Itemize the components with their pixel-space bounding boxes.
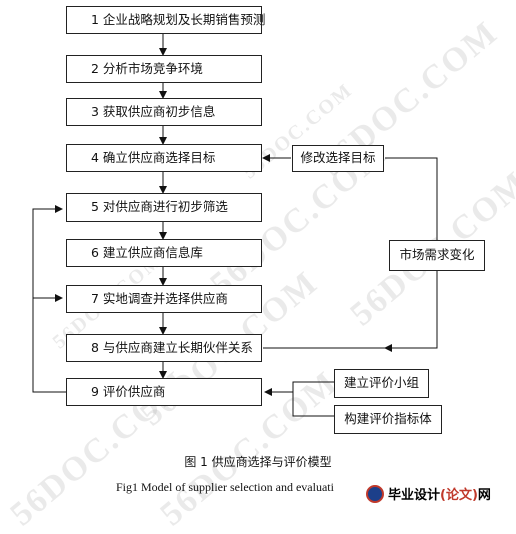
caption-english: Fig1 Model of supplier selection and eva…: [116, 480, 334, 494]
arrow-8-to-market: [263, 271, 438, 349]
step-7-field-survey: 7 实地调查并选择供应商: [66, 285, 262, 313]
build-index-box: 构建评价指标体: [334, 405, 442, 434]
market-change-box: 市场需求变化: [389, 240, 485, 271]
step-2-analyze-market: 2 分析市场竞争环境: [66, 55, 262, 83]
feedback-9-loop: [32, 205, 66, 393]
logo-text: 毕业设计(论文)网: [388, 488, 491, 503]
step-3-supplier-info: 3 获取供应商初步信息: [66, 98, 262, 126]
build-team-box: 建立评价小组: [334, 369, 429, 398]
step-4-selection-goal: 4 确立供应商选择目标: [66, 144, 262, 172]
line-market-to-modify: [385, 157, 438, 240]
logo-mark-icon: [366, 484, 384, 503]
step-9-evaluate: 9 评价供应商: [66, 378, 262, 406]
site-logo: 毕业设计(论文)网: [366, 484, 491, 503]
step-1-strategic-planning: 1 企业战略规划及长期销售预测: [66, 6, 265, 34]
flow-connectors: [32, 33, 438, 417]
caption-chinese: 图 1 供应商选择与评价模型: [184, 455, 332, 469]
step-6-supplier-database: 6 建立供应商信息库: [66, 239, 262, 267]
step-8-partnership: 8 与供应商建立长期伙伴关系: [66, 334, 262, 362]
step-5-initial-screening: 5 对供应商进行初步筛选: [66, 193, 262, 222]
modify-goal-box: 修改选择目标: [292, 145, 384, 172]
line-team: [292, 381, 334, 417]
